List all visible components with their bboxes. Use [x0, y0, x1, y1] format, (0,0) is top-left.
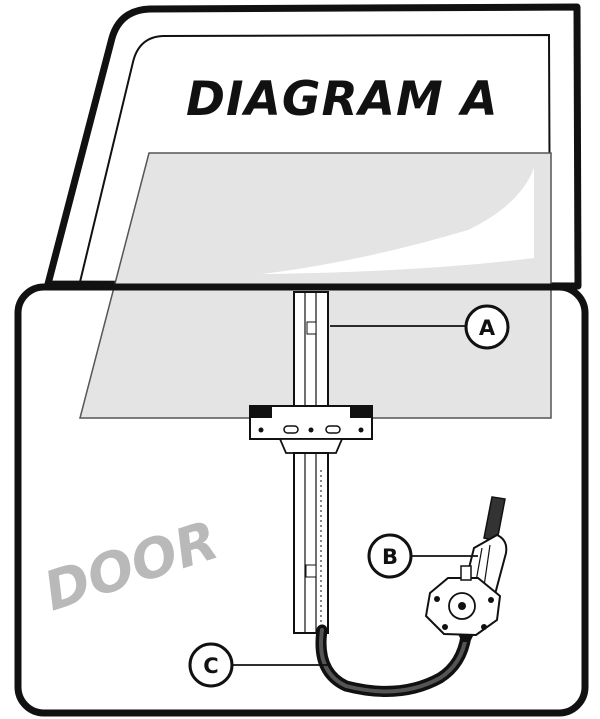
- window-frame-inner: [79, 33, 551, 285]
- window-frame-outer: [44, 3, 582, 290]
- callout-b-circle: [367, 533, 413, 579]
- regulator-cable-highlight: [319, 628, 468, 694]
- callout-b-letter: B: [382, 545, 398, 569]
- callout-a-letter: A: [479, 316, 496, 340]
- regulator-rail-upper: [293, 291, 329, 411]
- window-motor: [424, 496, 508, 642]
- callout-c-circle: [188, 642, 234, 688]
- glass-mount-bracket: [249, 405, 373, 454]
- callout-c-letter: C: [203, 654, 218, 678]
- diagram-title: DIAGRAM A: [186, 72, 499, 127]
- callout-a-circle: [464, 304, 510, 350]
- glass-reflection: [262, 168, 534, 274]
- door-label: DOOR: [37, 508, 226, 623]
- regulator-rail-lower: [293, 452, 329, 634]
- callout-c: C: [188, 642, 330, 688]
- callout-a: A: [330, 304, 510, 350]
- callout-b: B: [367, 533, 478, 579]
- door-panel: [14, 283, 589, 717]
